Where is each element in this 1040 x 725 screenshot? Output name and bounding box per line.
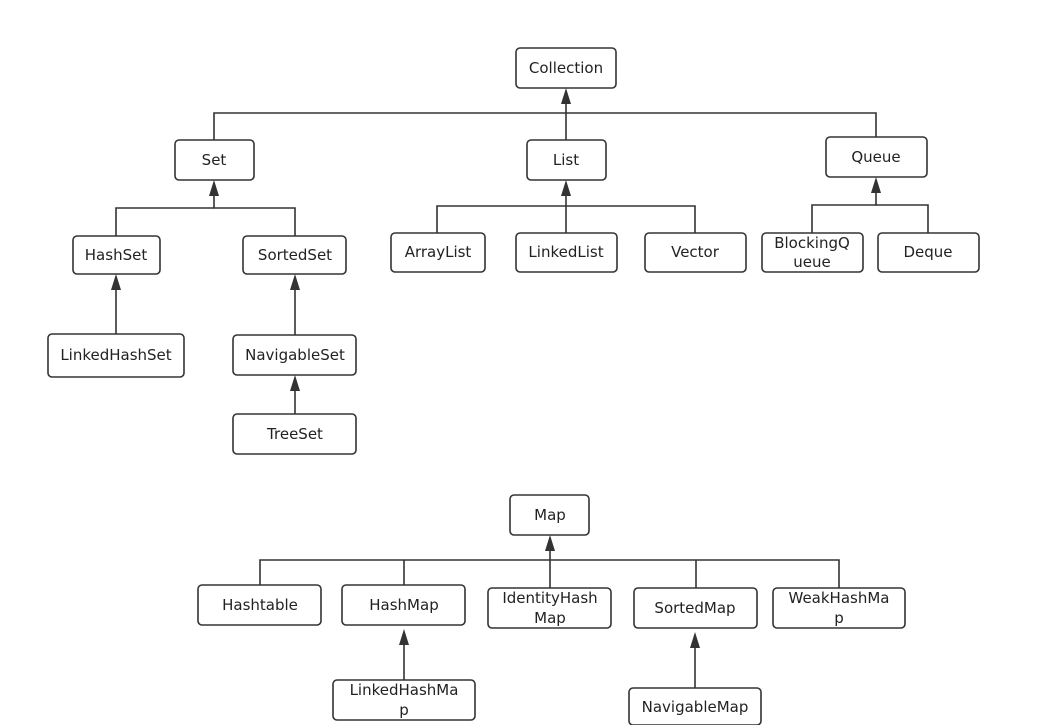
node-label-line-1: IdentityHash (502, 589, 597, 607)
edge-vector-to-list (566, 205, 696, 233)
node-navigablemap[interactable]: NavigableMap (628, 687, 762, 725)
collection-edges (111, 88, 929, 414)
node-deque[interactable]: Deque (877, 232, 980, 273)
node-label: LinkedList (528, 243, 603, 261)
node-label: Collection (529, 59, 603, 77)
node-label: HashMap (369, 596, 438, 614)
edge-blockingqueue-to-queue (811, 204, 876, 233)
node-label: Vector (671, 243, 720, 261)
edge-set-to-collection (213, 112, 566, 140)
node-weakhashmap[interactable]: WeakHashMa p (772, 587, 906, 629)
node-queue[interactable]: Queue (825, 136, 928, 178)
node-collection[interactable]: Collection (515, 47, 617, 89)
node-label: Queue (851, 148, 900, 166)
node-sortedmap[interactable]: SortedMap (633, 587, 758, 629)
node-label-line-2: p (834, 609, 844, 627)
edge-sortedset-to-set (213, 192, 296, 236)
arrowhead-hashset (111, 274, 121, 290)
node-blockingqueue[interactable]: BlockingQ ueue (761, 232, 864, 273)
node-label: Set (202, 151, 227, 169)
node-treeset[interactable]: TreeSet (232, 413, 357, 455)
node-label-line-1: WeakHashMa (789, 589, 890, 607)
node-label: NavigableMap (642, 698, 749, 716)
node-label: Hashtable (222, 596, 298, 614)
node-hashset[interactable]: HashSet (72, 235, 161, 275)
node-linkedlist[interactable]: LinkedList (515, 232, 618, 273)
node-navigableset[interactable]: NavigableSet (232, 334, 357, 376)
node-label-line-2: p (399, 701, 409, 719)
arrowhead-collection (561, 88, 571, 104)
edge-queue-to-collection (566, 112, 877, 137)
edge-deque-to-queue (875, 189, 929, 233)
node-label: ArrayList (405, 243, 472, 261)
arrowhead-map (545, 535, 555, 551)
node-linkedhashset[interactable]: LinkedHashSet (47, 333, 185, 378)
arrowhead-navigableset (290, 375, 300, 391)
node-set[interactable]: Set (174, 139, 255, 181)
node-label: TreeSet (266, 425, 323, 443)
edge-hashset-to-set (115, 207, 214, 236)
node-label: NavigableSet (245, 346, 345, 364)
edge-arraylist-to-list (436, 205, 566, 233)
node-label-line-1: BlockingQ (774, 234, 850, 252)
node-map[interactable]: Map (509, 494, 590, 536)
node-label: SortedMap (654, 599, 735, 617)
node-label: Deque (903, 243, 952, 261)
node-label-line-2: ueue (793, 253, 830, 271)
node-label: SortedSet (258, 246, 332, 264)
node-label: Map (534, 506, 566, 524)
node-label-line-1: LinkedHashMa (350, 681, 459, 699)
node-linkedhashmap[interactable]: LinkedHashMa p (332, 679, 476, 721)
node-hashmap[interactable]: HashMap (341, 584, 466, 626)
arrowhead-hashmap (399, 629, 409, 645)
node-label: List (553, 151, 579, 169)
arrowhead-sortedmap (690, 632, 700, 648)
node-arraylist[interactable]: ArrayList (390, 232, 486, 273)
node-list[interactable]: List (526, 139, 607, 181)
node-label: LinkedHashSet (60, 346, 171, 364)
node-sortedset[interactable]: SortedSet (242, 235, 347, 275)
arrowhead-queue (871, 177, 881, 193)
node-identityhashmap[interactable]: IdentityHash Map (487, 587, 612, 629)
node-vector[interactable]: Vector (644, 232, 747, 273)
arrowhead-set (209, 180, 219, 196)
arrowhead-list (561, 180, 571, 196)
node-label-line-2: Map (534, 609, 566, 627)
node-hashtable[interactable]: Hashtable (197, 584, 322, 626)
node-label: HashSet (85, 246, 148, 264)
arrowhead-sortedset (290, 274, 300, 290)
map-edges (259, 535, 840, 688)
